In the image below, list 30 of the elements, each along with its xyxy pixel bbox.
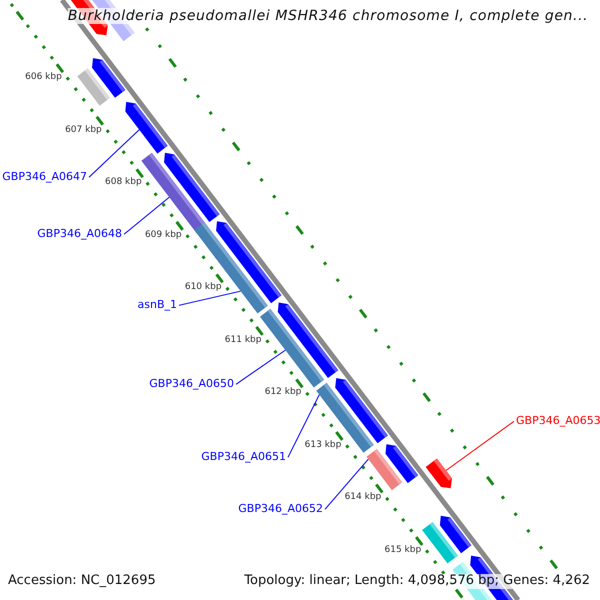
gene-label: GBP346_A0647	[2, 171, 87, 184]
gene-bar	[125, 102, 168, 154]
gene-label: GBP346_A0651	[201, 451, 286, 464]
gene-bar	[426, 458, 452, 488]
scale-label: 610 kbp	[184, 282, 222, 293]
map-title: Burkholderia pseudomallei MSHR346 chromosome I, complete gen...	[68, 8, 588, 24]
leader-line	[288, 394, 320, 458]
gene-label: GBP346_A0653	[516, 415, 600, 428]
scale-label: 608 kbp	[105, 177, 142, 188]
leader-line	[236, 350, 286, 385]
scale-label: 611 kbp	[224, 334, 262, 346]
scale-label: 614 kbp	[344, 492, 382, 503]
scale-label: 613 kbp	[304, 440, 342, 450]
scale-label: 606 kbp	[25, 72, 62, 82]
gene-label: GBP346_A0648	[37, 228, 122, 241]
scale-label: 609 kbp	[144, 230, 182, 240]
map-info-text: Topology: linear; Length: 4,098,576 bp; Genes: 4,262	[244, 574, 590, 589]
gene-label: GBP346_A0650	[149, 378, 234, 391]
gene-bar	[260, 308, 324, 388]
gene-bar	[366, 448, 402, 490]
gene-label: asnB_1	[138, 299, 177, 312]
scale-label: 612 kbp	[264, 387, 302, 398]
leader-line	[324, 458, 369, 510]
scale-label: 615 kbp	[384, 544, 422, 556]
accession-text: Accession: NC_012695	[8, 574, 156, 589]
scale-label: 607 kbp	[65, 124, 102, 135]
leader-line	[88, 129, 140, 178]
leader-line	[178, 290, 242, 306]
leader-line	[446, 420, 514, 471]
gene-label: GBP346_A0652	[238, 503, 323, 516]
